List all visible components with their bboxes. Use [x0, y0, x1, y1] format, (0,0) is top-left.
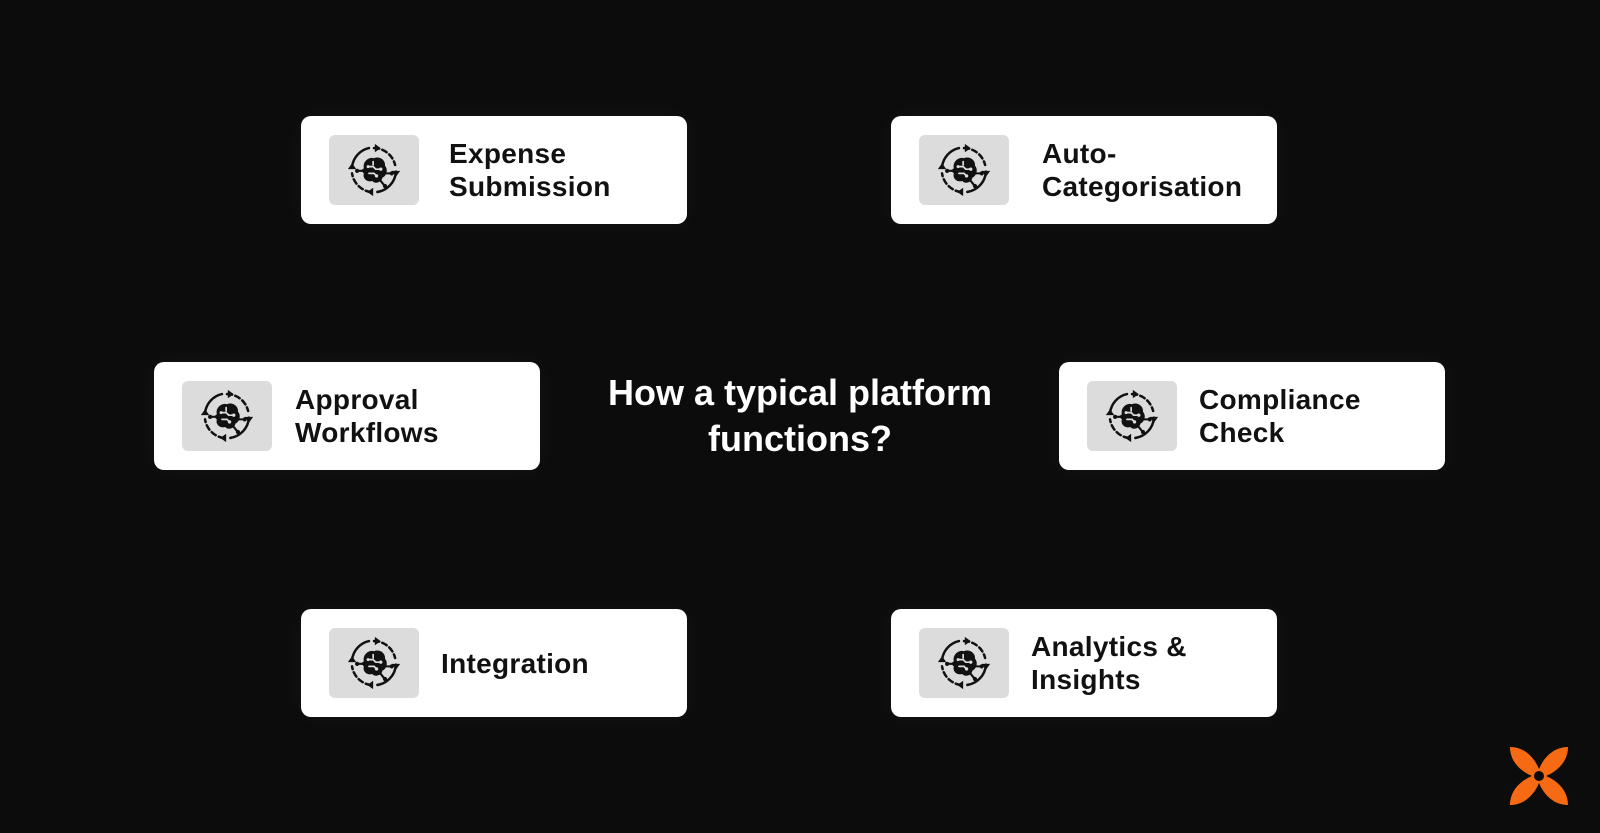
card-compliance-check: Compliance Check [1059, 362, 1445, 470]
card-label: Auto-Categorisation [1042, 138, 1243, 202]
circuit-cycle-icon [200, 389, 254, 443]
icon-tile [329, 135, 419, 205]
card-integration: Integration [301, 609, 687, 717]
circuit-cycle-icon [1105, 389, 1159, 443]
icon-tile [329, 628, 419, 698]
icon-tile [919, 135, 1009, 205]
circuit-cycle-icon [937, 636, 991, 690]
icon-tile [182, 381, 272, 451]
card-auto-categorisation: Auto-Categorisation [891, 116, 1277, 224]
card-approval-workflows: Approval Workflows [154, 362, 540, 470]
card-label: Compliance Check [1199, 384, 1361, 448]
card-analytics-insights: Analytics & Insights [891, 609, 1277, 717]
circuit-cycle-icon [347, 143, 401, 197]
brand-logo-icon [1510, 747, 1568, 805]
icon-tile [919, 628, 1009, 698]
circuit-cycle-icon [937, 143, 991, 197]
circuit-cycle-icon [347, 636, 401, 690]
icon-tile [1087, 381, 1177, 451]
card-expense-submission: Expense Submission [301, 116, 687, 224]
card-label: Analytics & Insights [1031, 631, 1187, 695]
card-label: Integration [441, 647, 589, 679]
diagram-title: How a typical platform functions? [607, 372, 993, 459]
card-label: Expense Submission [449, 138, 611, 202]
card-label: Approval Workflows [295, 384, 439, 448]
